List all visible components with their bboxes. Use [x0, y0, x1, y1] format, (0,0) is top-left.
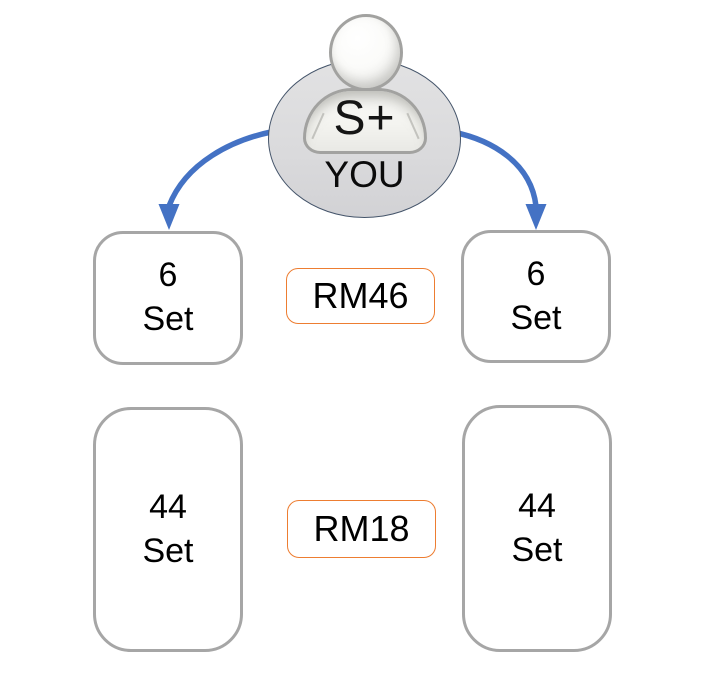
qty-unit: Set	[511, 530, 563, 569]
price-text: RM18	[313, 508, 410, 549]
root-badge-text: S+	[333, 92, 396, 145]
qty-value: 6	[158, 256, 178, 295]
qty-unit: Set	[142, 531, 194, 570]
price-badge-bottom: RM18	[287, 500, 436, 558]
right-bottom-qty-box: 44 Set	[462, 405, 612, 652]
price-badge-top: RM46	[286, 268, 435, 324]
qty-value: 44	[149, 487, 187, 526]
right-arrow-icon	[450, 129, 547, 230]
qty-value: 44	[518, 486, 556, 525]
qty-unit: Set	[510, 298, 562, 337]
price-text: RM46	[312, 275, 409, 316]
root-label: YOU	[324, 154, 405, 195]
qty-unit: Set	[142, 300, 194, 338]
left-top-qty-box: 6 Set	[93, 231, 243, 365]
left-arrow-icon	[158, 129, 274, 230]
person-head-icon	[329, 14, 403, 91]
qty-value: 6	[526, 254, 546, 293]
right-top-qty-box: 6 Set	[461, 230, 611, 363]
left-bottom-qty-box: 44 Set	[93, 407, 243, 652]
